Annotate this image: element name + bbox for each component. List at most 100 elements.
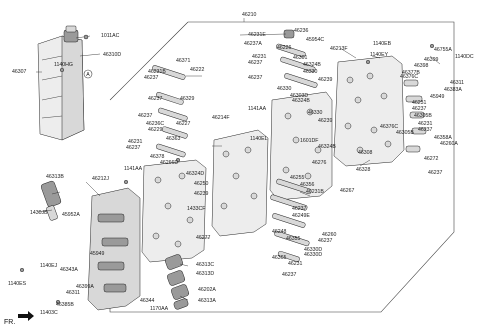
fr-label: FR. — [4, 319, 15, 326]
part-label-1140eb: 1140EB — [373, 41, 392, 47]
part-label-1140el: 1140EL — [250, 136, 268, 142]
part-number-labels: 462101011AC46310D463071140HG4623646231E4… — [8, 12, 474, 316]
assembly-boundary — [109, 18, 455, 313]
spool-valves-upper — [152, 65, 188, 158]
part-label-46358a: 46358A — [434, 135, 452, 141]
part-label-46365: 46365 — [272, 255, 287, 261]
part-label-46231a: 46231 — [252, 54, 267, 60]
part-label-46378: 46378 — [150, 154, 165, 160]
part-label-46260: 46260 — [322, 232, 337, 238]
fasteners — [19, 34, 435, 305]
part-label-1140ej: 1140EJ — [40, 263, 58, 269]
part-label-46385b: 46385B — [56, 302, 74, 308]
part-label-46237k: 46237 — [318, 238, 333, 244]
part-label-46313b: 46313B — [46, 174, 64, 180]
separator-plate-upper — [333, 55, 405, 167]
part-label-46248: 46248 — [272, 229, 287, 235]
part-label-46202a: 46202A — [198, 287, 216, 293]
part-label-1141aa: 1141AA — [248, 106, 267, 112]
part-label-1433cf: 1433CF — [187, 206, 205, 212]
part-label-46239b: 46239 — [318, 118, 333, 124]
part-label-46237l: 46237 — [282, 272, 297, 278]
part-label-46330c: 46330 — [308, 110, 323, 116]
part-label-46324b: 46324B — [303, 62, 321, 68]
part-label-46311b: 46311 — [66, 290, 80, 296]
part-label-46324ba: 46324B — [292, 98, 310, 104]
part-label-46237f: 46237 — [138, 113, 153, 119]
part-label-46266d: 46266D — [160, 160, 178, 166]
part-label-46324d: 46324D — [186, 171, 204, 177]
part-label-46229: 46229 — [148, 127, 163, 133]
front-direction-marker: FR. — [4, 311, 34, 326]
part-label-46237g: 46237 — [418, 127, 433, 133]
part-label-46371: 46371 — [176, 58, 191, 64]
part-label-46330b: 46330 — [277, 86, 292, 92]
part-label-46328: 46328 — [356, 167, 371, 173]
part-label-1141aab: 1141AA — [124, 166, 143, 172]
part-label-46226: 46226 — [277, 45, 292, 51]
leader-lines — [36, 33, 441, 301]
part-label-46239a: 46239 — [318, 77, 333, 83]
part-label-46212j: 46212J — [92, 176, 109, 182]
part-label-46355: 46355 — [286, 236, 301, 242]
lower-valve-body — [87, 187, 141, 311]
part-label-46305b2: 46305B — [396, 130, 414, 136]
part-label-46231b: 46231 — [412, 100, 427, 106]
part-label-46755a: 46755A — [434, 47, 452, 53]
part-label-46227: 46227 — [176, 121, 191, 127]
part-label-46376c2: 46376C — [380, 124, 398, 130]
valve-plate-214f — [211, 129, 269, 237]
part-label-11403c: 11403C — [40, 310, 58, 316]
part-label-46231bb: 46231B — [306, 189, 324, 195]
part-label-46267: 46267 — [340, 188, 355, 194]
part-label-1601df: 1601DF — [300, 138, 318, 144]
part-label-46276: 46276 — [312, 160, 327, 166]
callout-a-text: A — [86, 72, 90, 78]
part-label-1140dc: 1140DC — [455, 54, 474, 60]
part-label-45949b: 45949 — [90, 251, 105, 257]
spool-valves-mid — [270, 178, 312, 262]
part-label-46231b: 46231B — [148, 69, 166, 75]
part-label-46272: 46272 — [424, 156, 439, 162]
part-label-1430jb: 1430JB — [30, 210, 48, 216]
part-label-46237b: 46237 — [144, 75, 159, 81]
part-label-46399a: 46399A — [76, 284, 94, 290]
part-label-46236c: 46236C — [146, 121, 164, 127]
part-label-45954c: 45954C — [306, 37, 324, 43]
part-label-46255: 46255 — [290, 175, 305, 181]
part-label-46237a: 46237 — [248, 60, 263, 66]
part-label-46231e: 46231 — [288, 261, 303, 267]
spool-valves-right — [403, 79, 427, 153]
part-label-46237h: 46237 — [126, 145, 141, 151]
part-label-46239c: 46239 — [194, 191, 209, 197]
part-label-46343a: 46343A — [60, 267, 78, 273]
part-label-1140es: 1140ES — [8, 281, 27, 287]
part-label-46303d: 46303D — [290, 93, 308, 99]
part-label-46330a: 46330 — [303, 69, 318, 75]
part-label-46277: 46277 — [196, 235, 211, 241]
part-label-46237e: 46237 — [412, 106, 427, 112]
part-label-46344: 46344 — [140, 298, 155, 304]
part-label-46237i: 46237 — [428, 170, 443, 176]
part-label-46237a: 46237A — [244, 41, 262, 47]
part-label-46311: 46311 — [450, 80, 464, 86]
part-label-46231c: 46231 — [418, 121, 433, 127]
part-label-46356: 46356 — [300, 182, 315, 188]
part-label-46313d: 46313D — [196, 271, 214, 277]
part-label-46383a: 46383A — [444, 87, 462, 93]
part-label-46399: 46399 — [424, 57, 439, 63]
part-label-46236: 46236 — [294, 28, 309, 34]
part-label-46305b: 46305B — [414, 113, 432, 119]
spool-valves-top — [276, 29, 318, 88]
valve-plate-middle — [269, 91, 333, 201]
callout-a-circle — [83, 69, 93, 79]
part-label-46313a: 46313A — [198, 298, 216, 304]
part-label-45949a: 45949 — [430, 94, 445, 100]
part-label-46310d: 46310D — [103, 52, 121, 58]
part-label-46210: 46210 — [242, 12, 257, 18]
valve-body-housing: A — [37, 25, 93, 141]
part-label-1140ey: 1140EY — [370, 52, 389, 58]
part-label-46307: 46307 — [12, 69, 27, 75]
part-label-46301: 46301 — [293, 55, 308, 61]
